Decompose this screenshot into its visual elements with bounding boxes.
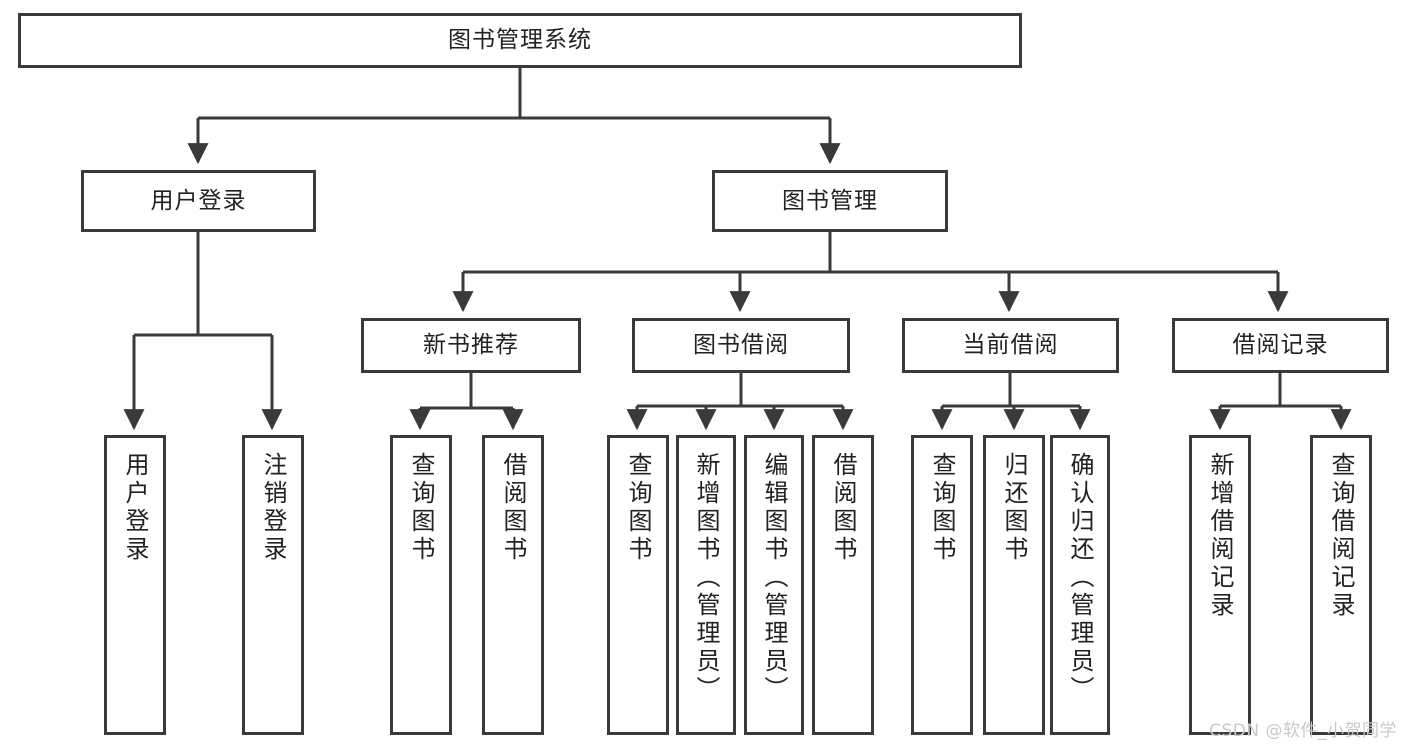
node-leaf-add-book-admin[interactable]: 新增图书（管理员）	[676, 435, 736, 735]
node-leaf-query-book-label: 查询图书	[624, 452, 652, 564]
node-book-borrow-label: 图书借阅	[693, 332, 789, 359]
node-root-label: 图书管理系统	[448, 27, 592, 54]
node-borrow-record[interactable]: 借阅记录	[1172, 318, 1389, 373]
node-leaf-borrow-book[interactable]: 借阅图书	[812, 435, 874, 735]
node-leaf-user-login[interactable]: 用户登录	[104, 435, 166, 735]
node-leaf-query-book[interactable]: 查询图书	[607, 435, 669, 735]
node-leaf-user-login-label: 用户登录	[121, 452, 149, 564]
node-user-login-label: 用户登录	[150, 187, 247, 214]
node-leaf-add-borrow-record[interactable]: 新增借阅记录	[1189, 435, 1251, 735]
watermark-text: CSDN @软件_小贺同学	[1209, 721, 1397, 741]
node-leaf-return-book-label: 归还图书	[1000, 452, 1028, 564]
node-leaf-add-book-admin-label: 新增图书（管理员）	[692, 452, 720, 704]
node-leaf-borrow-book-new[interactable]: 借阅图书	[482, 435, 544, 735]
node-book-borrow[interactable]: 图书借阅	[632, 318, 850, 373]
node-leaf-query-book-new-label: 查询图书	[407, 452, 435, 564]
node-current-borrow-label: 当前借阅	[962, 332, 1059, 359]
node-leaf-borrow-book-new-label: 借阅图书	[499, 452, 527, 564]
node-leaf-edit-book-admin[interactable]: 编辑图书（管理员）	[744, 435, 804, 735]
node-leaf-add-borrow-record-label: 新增借阅记录	[1206, 452, 1234, 620]
node-new-book-recommend[interactable]: 新书推荐	[361, 318, 581, 373]
node-leaf-confirm-return-admin[interactable]: 确认归还（管理员）	[1050, 435, 1110, 735]
node-leaf-query-book-current[interactable]: 查询图书	[911, 435, 973, 735]
node-leaf-logout-label: 注销登录	[259, 452, 287, 564]
node-leaf-query-book-current-label: 查询图书	[928, 452, 956, 564]
node-borrow-record-label: 借阅记录	[1232, 332, 1329, 359]
node-book-management-label: 图书管理	[782, 187, 878, 214]
node-leaf-query-book-new[interactable]: 查询图书	[390, 435, 452, 735]
node-user-login[interactable]: 用户登录	[81, 170, 316, 232]
node-leaf-query-borrow-record-label: 查询借阅记录	[1327, 452, 1355, 620]
node-leaf-borrow-book-label: 借阅图书	[829, 452, 857, 564]
node-current-borrow[interactable]: 当前借阅	[902, 318, 1119, 373]
node-leaf-return-book[interactable]: 归还图书	[983, 435, 1045, 735]
node-book-management[interactable]: 图书管理	[712, 170, 948, 232]
node-root[interactable]: 图书管理系统	[18, 13, 1022, 68]
node-new-book-recommend-label: 新书推荐	[423, 332, 519, 359]
node-leaf-query-borrow-record[interactable]: 查询借阅记录	[1310, 435, 1372, 735]
node-leaf-logout[interactable]: 注销登录	[242, 435, 304, 735]
node-leaf-edit-book-admin-label: 编辑图书（管理员）	[760, 452, 788, 704]
node-leaf-confirm-return-admin-label: 确认归还（管理员）	[1066, 452, 1094, 704]
